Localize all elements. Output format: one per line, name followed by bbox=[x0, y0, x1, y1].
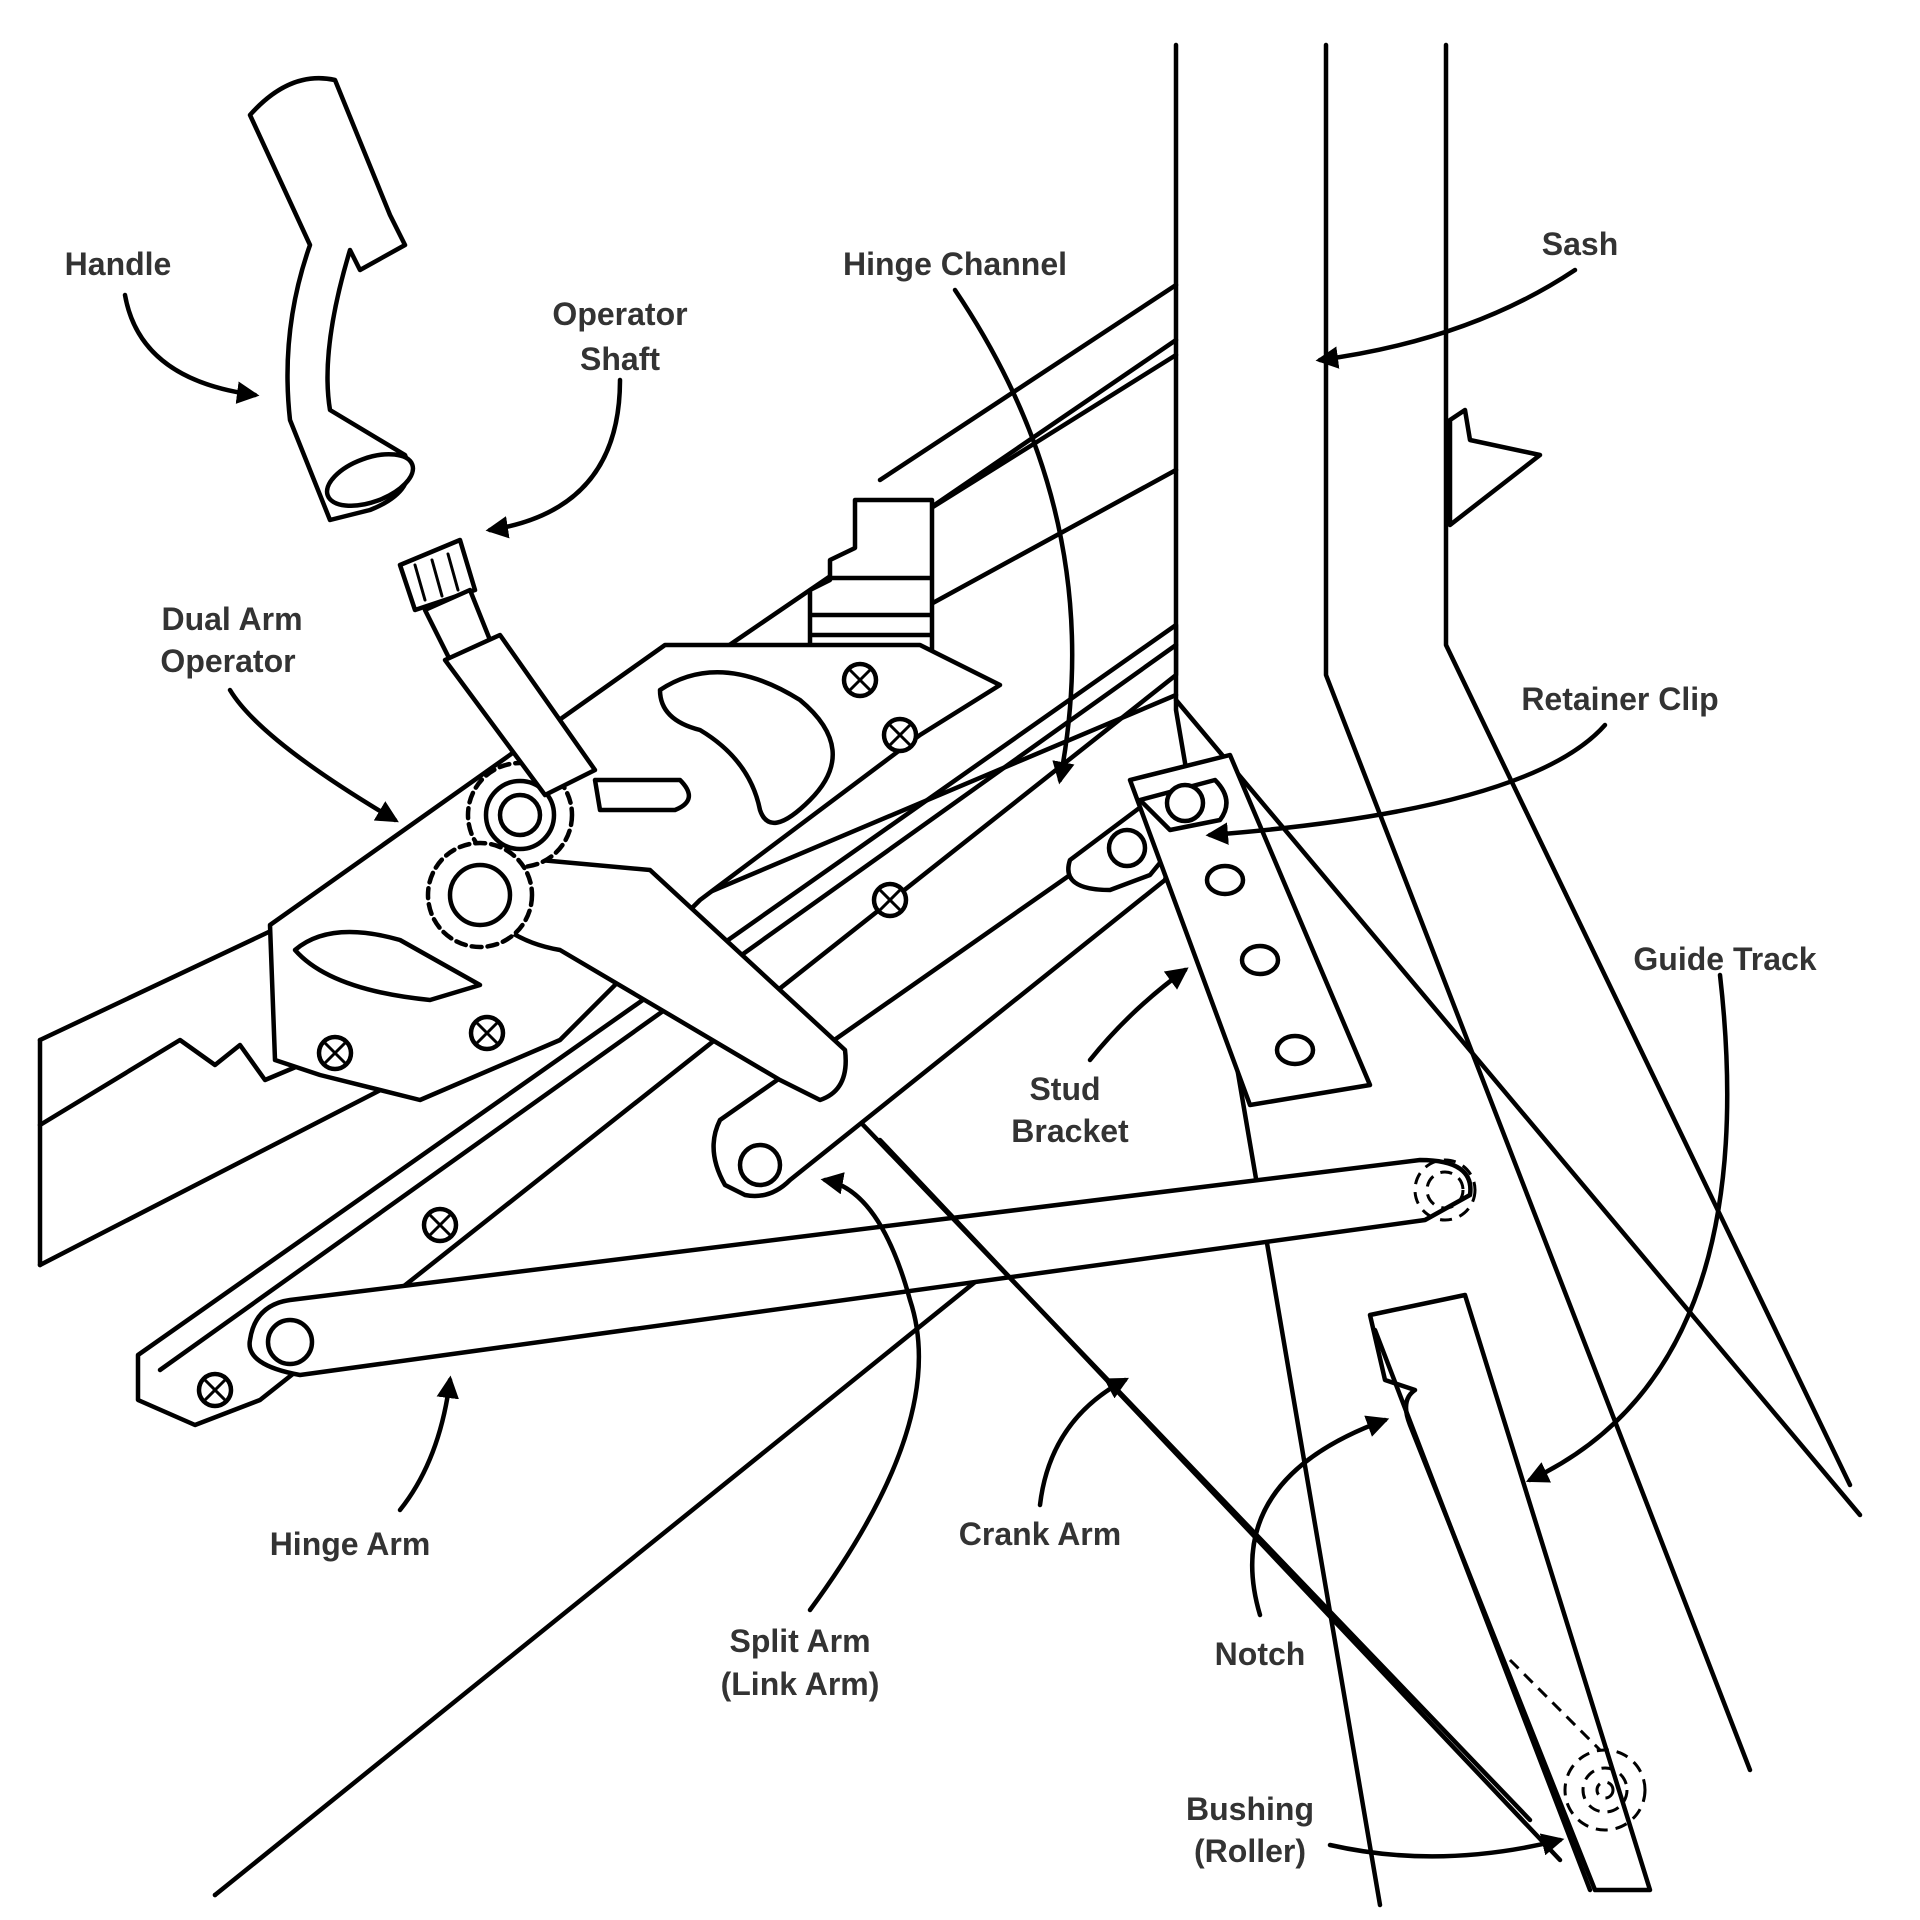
label-stud-bracket-2: Bracket bbox=[1011, 1113, 1129, 1149]
label-handle: Handle bbox=[65, 246, 172, 282]
label-bushing-2: (Roller) bbox=[1194, 1833, 1306, 1869]
label-hinge-channel: Hinge Channel bbox=[843, 246, 1067, 282]
label-guide-track: Guide Track bbox=[1633, 941, 1816, 977]
label-retainer-clip: Retainer Clip bbox=[1521, 681, 1718, 717]
sash-bracket bbox=[1447, 407, 1543, 528]
label-stud-bracket: Stud bbox=[1029, 1071, 1100, 1107]
label-dual-arm-operator: Dual Arm bbox=[161, 601, 302, 637]
sash-frame bbox=[1173, 42, 1863, 1908]
hinge-channel bbox=[807, 282, 1179, 653]
handle bbox=[247, 75, 416, 523]
part-labels: Handle Operator Shaft Dual Arm Operator … bbox=[65, 226, 1817, 1869]
mounting-screw-icon bbox=[196, 453, 1495, 1409]
leader-arrows bbox=[122, 267, 1730, 1859]
label-dual-arm-operator-2: Operator bbox=[160, 643, 295, 679]
guide-track bbox=[1367, 1292, 1653, 1893]
label-split-arm: Split Arm bbox=[729, 1623, 870, 1659]
hinge-arm bbox=[247, 1157, 1477, 1378]
bushing-roller bbox=[1508, 1658, 1647, 1832]
label-hinge-arm: Hinge Arm bbox=[270, 1526, 431, 1562]
label-notch: Notch bbox=[1215, 1636, 1306, 1672]
label-operator-shaft-2: Shaft bbox=[580, 341, 660, 377]
label-operator-shaft: Operator bbox=[552, 296, 687, 332]
stud-bracket bbox=[1127, 752, 1373, 1108]
label-crank-arm: Crank Arm bbox=[959, 1516, 1121, 1552]
label-split-arm-2: (Link Arm) bbox=[721, 1666, 880, 1702]
label-bushing: Bushing bbox=[1186, 1791, 1314, 1827]
crank-arm bbox=[817, 1077, 1563, 1863]
label-sash: Sash bbox=[1542, 226, 1618, 262]
operator-shaft bbox=[397, 537, 691, 813]
